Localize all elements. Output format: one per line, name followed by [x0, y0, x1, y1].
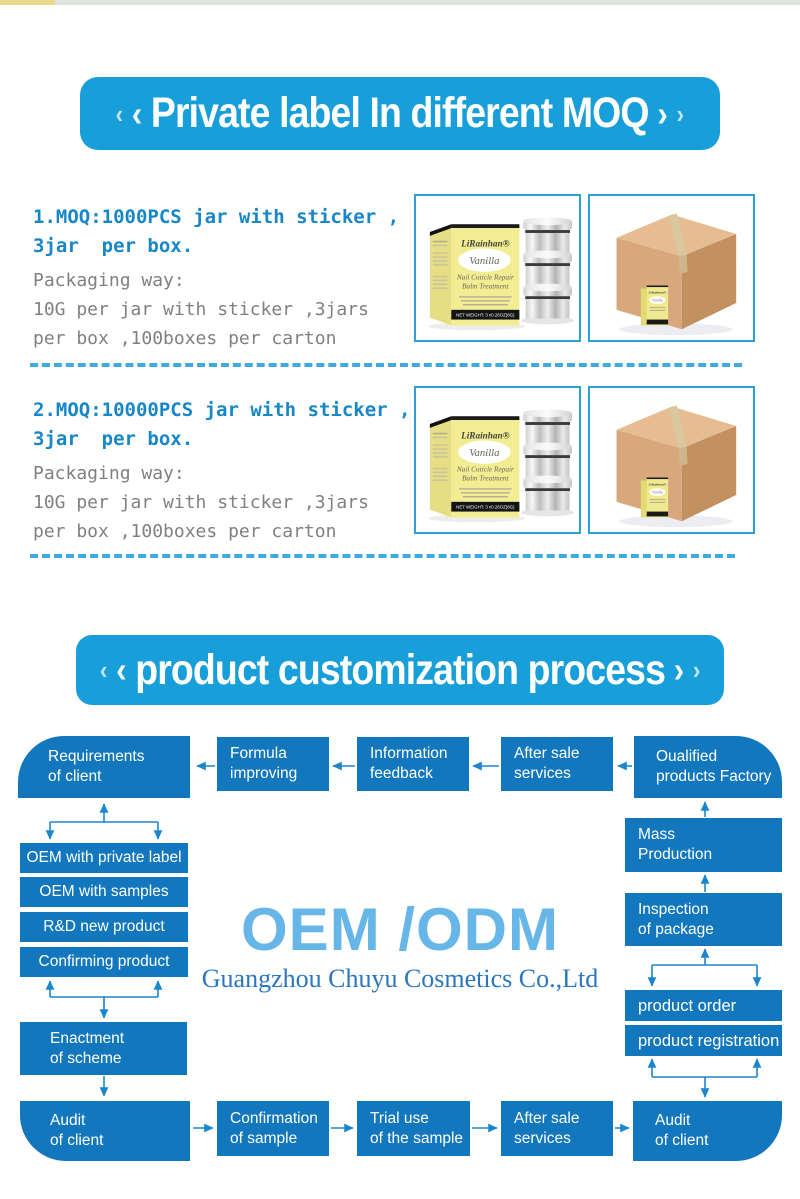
box-top-edge: [451, 224, 520, 229]
flow-box-product-registration: product registration: [625, 1025, 782, 1056]
tin-stack: [521, 409, 574, 517]
banner-customization-text: product customization process: [135, 645, 666, 694]
flow-box-audit-of-client-right: Audit of client: [633, 1101, 782, 1161]
flavor-text: Vanilla: [469, 255, 499, 267]
desc1-text: Nail Cuticle Repair: [456, 274, 514, 282]
dashed-divider-1: [30, 363, 742, 367]
box-top-edge-side: [429, 224, 452, 236]
chevron-right-outer-icon: ›: [692, 655, 701, 685]
flavor-text: Vanilla: [469, 447, 499, 459]
carton-tape: [669, 213, 687, 258]
small-product-box: LiRainhan® Vanilla: [640, 477, 669, 518]
product-photo-jars-svg: LiRainhan® Vanilla Nail Cuticle Repair B…: [427, 409, 574, 523]
moq2-title: 2.MOQ:10000PCS jar with sticker , 3jar p…: [33, 399, 411, 450]
desc2-text: Balm Treatment: [462, 282, 509, 290]
flow-box-rd-new-product: R&D new product: [20, 912, 188, 942]
flow-box-requirements-of-client: Requirements of client: [18, 736, 190, 798]
dashed-divider-2: [30, 554, 735, 558]
desc1-text: Nail Cuticle Repair: [456, 466, 514, 474]
banner-private-label: ‹ ‹ Private label In different MOQ › ›: [80, 77, 720, 150]
chevron-left-outer-icon: ‹: [99, 655, 108, 685]
banner-private-label-inner: ‹ ‹ Private label In different MOQ › ›: [116, 89, 685, 138]
flow-box-oem-with-private-label: OEM with private label: [20, 843, 188, 873]
moq1-packaging: Packaging way: 10G per jar with sticker …: [33, 270, 369, 349]
brand-text: LiRainhan®: [460, 431, 510, 441]
label-cloud: [458, 248, 511, 272]
brand-text: LiRainhan®: [460, 239, 510, 249]
yellow-box-front: [451, 228, 520, 326]
carton-shadow: [619, 323, 733, 336]
flow-box-inspection-of-package: Inspection of package: [625, 893, 782, 946]
chevron-right-inner-icon: ›: [673, 649, 685, 690]
top-color-strip: [0, 0, 800, 5]
small-flavor-text: Vanilla: [652, 299, 663, 303]
carton-photo-svg: LiRainhan® Vanilla: [616, 405, 737, 528]
moq-section-2: 2.MOQ:10000PCS jar with sticker , 3jar p…: [33, 396, 413, 546]
flow-box-trial-use-of-sample: Trial use of the sample: [357, 1101, 470, 1156]
chevron-left-outer-icon: ‹: [115, 98, 124, 129]
product-photo-jars-svg: LiRainhan® Vanilla Nail Cuticle Repair B…: [427, 217, 574, 331]
flow-box-mass-production: Mass Production: [625, 818, 782, 872]
company-name: Guangzhou Chuyu Cosmetics Co.,Ltd: [201, 964, 599, 993]
yellow-box-side: [429, 224, 452, 326]
flow-box-after-sale-services-bottom: After sale services: [501, 1101, 613, 1156]
carton-photo-1[interactable]: LiRainhan® Vanilla: [588, 194, 755, 342]
desc2-text: Balm Treatment: [462, 474, 509, 482]
flow-box-audit-of-client-left: Audit of client: [20, 1101, 190, 1161]
carton-photo-svg: LiRainhan® Vanilla: [616, 213, 737, 336]
flow-box-confirmation-of-sample: Confirmation of sample: [217, 1101, 329, 1156]
flow-box-enactment-of-scheme: Enactment of scheme: [20, 1022, 187, 1075]
banner-customization-inner: ‹ ‹ product customization process › ›: [100, 646, 701, 695]
moq-section-1: 1.MOQ:1000PCS jar with sticker , 3jar pe…: [33, 203, 403, 353]
carton-tape-tail: [678, 254, 688, 274]
flow-box-product-order: product order: [625, 990, 782, 1021]
moq2-packaging: Packaging way: 10G per jar with sticker …: [33, 463, 369, 542]
small-product-box: LiRainhan® Vanilla: [640, 285, 669, 326]
carton-right: [681, 233, 737, 330]
flowchart: Requirements of client Formula improving…: [0, 725, 800, 1199]
chevron-right-outer-icon: ›: [676, 98, 685, 129]
small-brand-text: LiRainhan®: [647, 481, 666, 486]
product-photo-jars-1[interactable]: LiRainhan® Vanilla Nail Cuticle Repair B…: [414, 194, 581, 342]
flow-box-after-sale-services-top: After sale services: [501, 737, 613, 791]
oem-odm-headline: OEM /ODM: [241, 896, 559, 963]
chevron-left-inner-icon: ‹: [115, 649, 127, 690]
small-brand-text: LiRainhan®: [647, 289, 666, 294]
net-weight-text: NET WEIGHT: 3 x0.28OZ(8G): [456, 313, 515, 318]
product-photo-jars-2[interactable]: LiRainhan® Vanilla Nail Cuticle Repair B…: [414, 386, 581, 534]
moq1-title: 1.MOQ:1000PCS jar with sticker , 3jar pe…: [33, 206, 400, 257]
carton-photo-2[interactable]: LiRainhan® Vanilla: [588, 386, 755, 534]
chevron-right-inner-icon: ›: [657, 92, 669, 134]
chevron-left-inner-icon: ‹: [131, 92, 143, 134]
flow-box-oem-with-samples: OEM with samples: [20, 877, 188, 907]
flow-box-information-feedback: Information feedback: [357, 737, 469, 791]
small-flavor-text: Vanilla: [652, 491, 663, 495]
flow-box-formula-improving: Formula improving: [217, 737, 329, 791]
net-weight-text: NET WEIGHT: 3 x0.28OZ(8G): [456, 505, 515, 510]
net-weight-band: [451, 309, 520, 320]
flow-box-confirming-product: Confirming product: [20, 947, 188, 977]
banner-customization-process: ‹ ‹ product customization process › ›: [76, 635, 724, 705]
tin-stack: [521, 217, 574, 325]
flow-box-qualified-products-factory: Oualified products Factory: [634, 736, 782, 798]
banner-private-label-text: Private label In different MOQ: [151, 89, 650, 137]
